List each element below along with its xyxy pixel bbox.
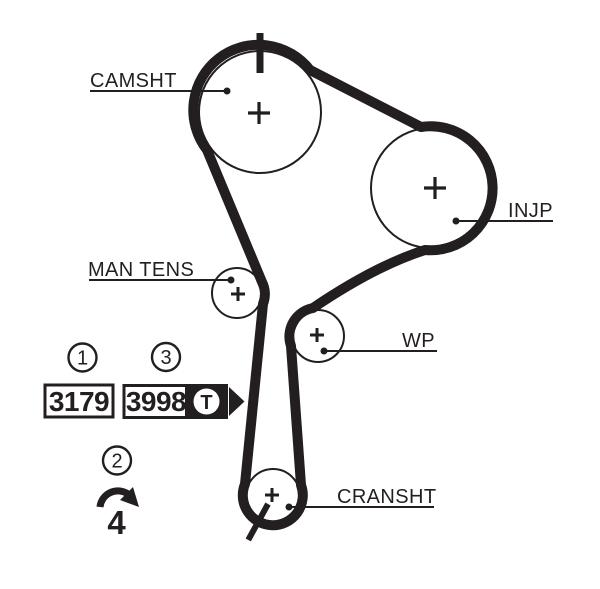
water-pump-center-cross-icon [310, 328, 324, 342]
t-logo-letter: T [200, 392, 212, 414]
water-pump-leader [320, 347, 437, 355]
part-code-3179: 3179 [49, 386, 109, 417]
callout-2-number: 2 [111, 451, 122, 473]
callout-1-number: 1 [77, 348, 88, 370]
callout-3-circle [150, 341, 182, 373]
callout-item1: 1 3179 [43, 342, 115, 419]
camshaft-leader-dot [223, 87, 231, 95]
crankshaft-leader [285, 503, 434, 511]
part-code-3998: 3998 [126, 386, 186, 417]
callout-item3: 3 T 3998 [122, 341, 245, 419]
manual-tensioner-leader [89, 276, 235, 284]
injection-pump-center-cross-icon [424, 177, 446, 199]
callout-1-circle [67, 342, 98, 373]
clockwise-rotation-icon [96, 487, 139, 508]
part-code-box-3179 [43, 383, 115, 419]
turns-count: 4 [107, 504, 126, 541]
crankshaft-center-cross-icon [265, 488, 279, 502]
manual-tensioner-center-cross-icon [231, 287, 245, 301]
crankshaft-timing-mark [243, 502, 271, 546]
water-pump-label: WP [402, 330, 435, 352]
manual-tensioner-leader-dot [227, 276, 235, 284]
crankshaft-leader-dot [285, 503, 293, 511]
injection-pump-leader [452, 217, 553, 225]
crankshaft-label: CRANSHT [337, 486, 436, 508]
camshaft-label: CAMSHT [90, 70, 177, 92]
timing-belt [188, 39, 498, 531]
injection-pump-leader-dot [452, 217, 460, 225]
manual-tensioner-label: MAN TENS [88, 259, 194, 281]
callout-3-number: 3 [160, 347, 171, 369]
water-pump-leader-dot [320, 347, 328, 355]
arrow-right-icon [229, 387, 245, 416]
camshaft-center-cross-icon [248, 102, 270, 124]
injection-pump-label: INJP [508, 200, 553, 222]
callout-item2: 2 4 [96, 445, 139, 541]
t-logo-icon [193, 388, 220, 415]
camshaft-leader [90, 87, 231, 95]
callout-2-circle [101, 445, 133, 476]
